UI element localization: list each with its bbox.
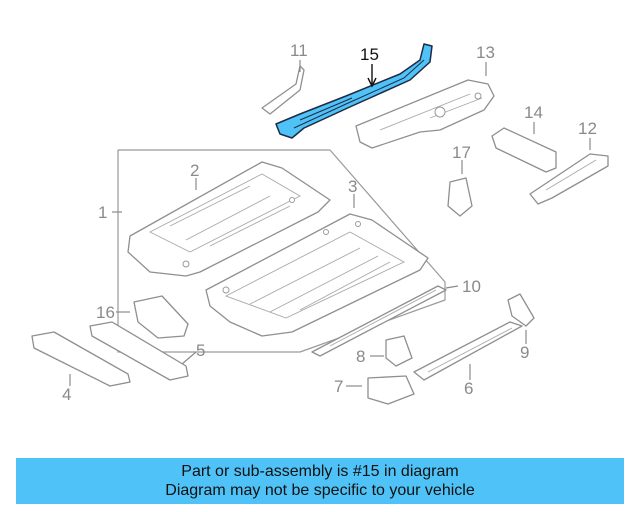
- part-5-rail: [89, 321, 189, 381]
- part-8-bracket: [385, 335, 413, 367]
- part-12-bracket: [529, 153, 609, 205]
- part-9-bracket: [507, 293, 535, 327]
- callout-10: 10: [462, 277, 481, 296]
- callout-2: 2: [190, 161, 199, 180]
- leader-lines: [69, 60, 591, 387]
- part-11-bracket: [261, 65, 305, 115]
- callout-17: 17: [452, 143, 471, 162]
- callout-5: 5: [196, 341, 205, 360]
- part-6-sill: [413, 321, 523, 381]
- part-2-front-floor: [127, 161, 331, 277]
- parts-diagram: 1 2 3 4 5 6 7 8 9 10 11 12 13 14 15 16 1…: [31, 41, 609, 405]
- callout-7: 7: [334, 377, 343, 396]
- banner-line-2: Diagram may not be specific to your vehi…: [165, 482, 475, 499]
- part-14-bracket: [491, 127, 557, 173]
- info-banner: Part or sub-assembly is #15 in diagram D…: [16, 458, 624, 504]
- part-3-rear-floor: [205, 213, 429, 337]
- callout-14: 14: [524, 103, 543, 122]
- callout-3: 3: [348, 177, 357, 196]
- callout-16: 16: [96, 303, 115, 322]
- callout-6: 6: [464, 379, 473, 398]
- callout-15: 15: [360, 45, 379, 64]
- part-4-crossmember: [31, 331, 131, 387]
- part-10-strip: [311, 285, 447, 357]
- group-outline-1: [117, 149, 446, 353]
- callout-11: 11: [290, 41, 308, 60]
- callout-8: 8: [356, 347, 365, 366]
- part-16-bracket: [133, 295, 189, 339]
- callout-1: 1: [98, 203, 107, 222]
- part-13-crossmember: [355, 79, 495, 149]
- banner-line-1: Part or sub-assembly is #15 in diagram: [181, 463, 459, 480]
- part-7-bracket: [367, 375, 415, 405]
- callout-12: 12: [578, 119, 597, 138]
- part-15-highlighted: [275, 43, 433, 139]
- part-17-bracket: [447, 177, 473, 217]
- callout-9: 9: [520, 343, 529, 362]
- callout-4: 4: [62, 385, 71, 404]
- callout-13: 13: [476, 43, 495, 62]
